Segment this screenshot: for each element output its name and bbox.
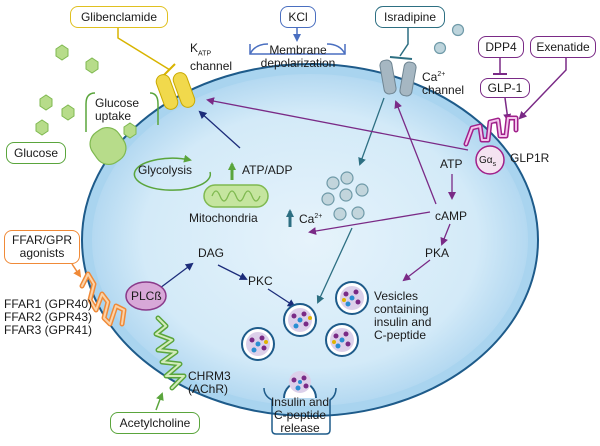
plc-beta-label: PLCß — [131, 289, 162, 303]
acetylcholine-arrow — [155, 392, 164, 411]
ffar3-label: FFAR3 (GPR41) — [4, 323, 93, 337]
intracellular-ca-ions — [321, 171, 369, 221]
glucose-transporter — [89, 126, 127, 166]
glibenclamide-inhibition — [117, 26, 171, 71]
acetylcholine-box[interactable]: Acetylcholine — [110, 412, 200, 434]
plc-beta — [125, 281, 167, 311]
pka-to-vesicles-arrow — [402, 259, 431, 282]
ffar-agonist-arrow — [71, 263, 82, 278]
glucose-box[interactable]: Glucose — [6, 142, 66, 164]
isradipine-label: Isradipine — [383, 9, 437, 24]
kcl-label: KCl — [288, 9, 308, 24]
release-bracket — [263, 387, 337, 435]
vesicle — [283, 303, 317, 337]
camp-to-vesicles-arrow — [308, 211, 431, 235]
plc-to-dag-arrow — [159, 262, 194, 289]
ca-intracellular-label: Ca2+ — [299, 212, 323, 226]
g-alpha-s-label: Gαs — [479, 155, 497, 168]
atp-adp-label: ATP/ADP — [242, 163, 293, 177]
ffar1-label: FFAR1 (GPR40) — [4, 297, 93, 311]
ffar-agonists-label-line2: agonists — [19, 246, 65, 260]
pkc-to-vesicles-arrow — [267, 288, 296, 308]
glibenclamide-box[interactable]: Glibenclamide — [70, 6, 168, 28]
isradipine-box[interactable]: Isradipine — [375, 6, 445, 28]
ca-channel-label: Ca2+channel — [422, 70, 465, 97]
vesicle — [325, 323, 359, 357]
ffar-list: FFAR1 (GPR40)FFAR2 (GPR43)FFAR3 (GPR41) — [4, 298, 92, 337]
isradipine-inhibition — [399, 28, 409, 57]
membrane-bracket — [249, 44, 346, 55]
atp-label: ATP — [440, 157, 463, 171]
glp1-box[interactable]: GLP-1 — [480, 78, 530, 98]
glibenclamide-label: Glibenclamide — [80, 9, 158, 24]
dpp4-label: DPP4 — [485, 39, 517, 54]
exenatide-label: Exenatide — [536, 39, 590, 54]
exocytosis-vesicle — [283, 371, 317, 399]
exenatide-arrow — [518, 56, 567, 120]
ca-to-vesicles-arrow — [316, 227, 353, 304]
glp1-label: GLP-1 — [487, 80, 523, 95]
acetylcholine-label: Acetylcholine — [119, 415, 191, 430]
chrm3-label: CHRM3(AChR) — [188, 369, 231, 396]
glucose-molecules — [35, 44, 137, 139]
vesicle — [241, 327, 275, 361]
dpp4-box[interactable]: DPP4 — [478, 36, 524, 58]
g-alpha-s-protein — [475, 145, 505, 175]
glucose-label: Glucose — [13, 145, 59, 160]
katp-channel-shape — [155, 72, 196, 110]
beta-cell-cytoplasm — [92, 74, 528, 406]
kcl-box[interactable]: KCl — [280, 6, 316, 28]
glp1r-to-katp-arrow — [206, 97, 469, 151]
vesicle — [335, 281, 369, 315]
mitochondria-label: Mitochondria — [189, 211, 258, 225]
camp-to-pka-arrow — [440, 223, 451, 246]
dag-label: DAG — [198, 246, 225, 260]
glycolysis-label: Glycolysis — [138, 163, 193, 177]
insulin-vesicles — [241, 281, 369, 399]
glucose-uptake-bracket — [85, 92, 96, 132]
dag-to-pkc-arrow — [217, 264, 248, 280]
mitochondria-shape — [203, 184, 269, 208]
pkc-label: PKC — [248, 274, 273, 288]
glp1r-label: GLP1R — [510, 151, 550, 165]
ca-channel-shape — [379, 59, 417, 97]
glycolysis-cycle — [133, 154, 212, 191]
pka-label: PKA — [425, 246, 450, 260]
camp-label: cAMP — [435, 209, 468, 223]
exenatide-box[interactable]: Exenatide — [530, 36, 596, 58]
atp-adp-to-katp-arrow — [198, 110, 241, 149]
ffar2-label: FFAR2 (GPR43) — [4, 310, 93, 324]
camp-to-ca-channel-arrow — [394, 100, 437, 205]
ffar-agonists-label-line1: FFAR/GPR — [11, 233, 72, 247]
